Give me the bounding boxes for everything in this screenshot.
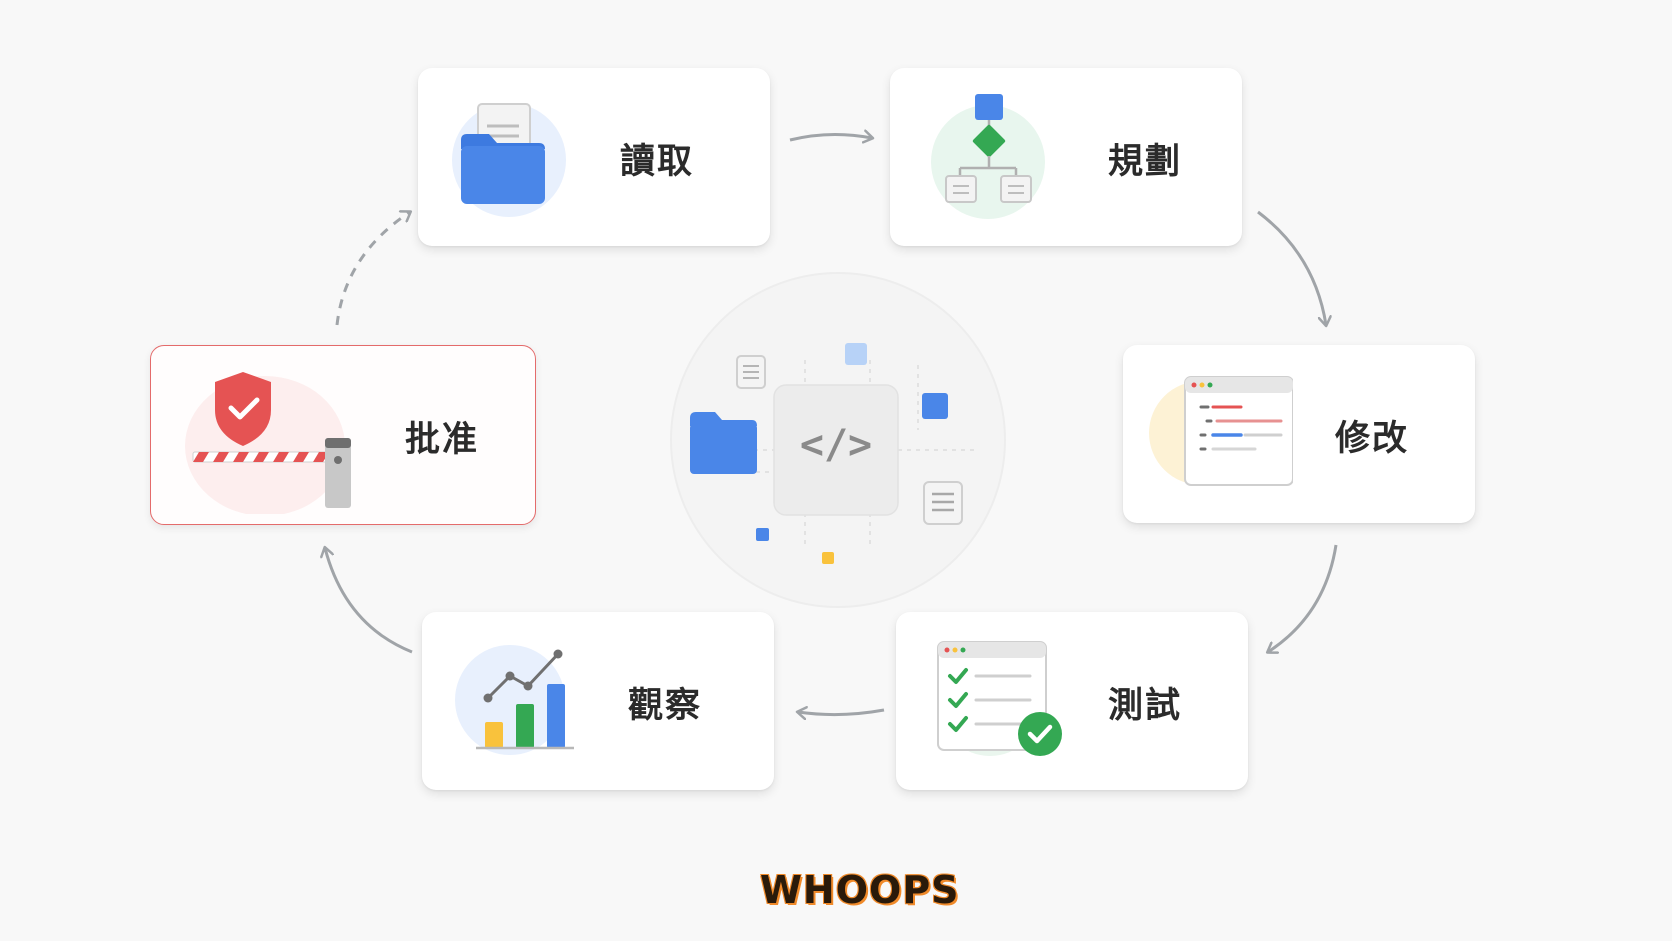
chart-icon xyxy=(455,645,574,755)
step-label-test: 測試 xyxy=(1108,686,1183,726)
step-card-plan[interactable]: 規劃 xyxy=(890,68,1242,246)
code-box xyxy=(773,384,899,516)
hub-folder-icon xyxy=(690,412,757,474)
arrow-test-to-observe xyxy=(798,710,885,715)
step-card-modify[interactable]: 修改 xyxy=(1123,345,1475,523)
checklist-icon xyxy=(937,641,1062,756)
folder-icon xyxy=(452,103,566,217)
step-card-approve[interactable]: 批准 xyxy=(150,345,536,525)
step-label-approve: 批准 xyxy=(405,420,480,460)
step-card-observe[interactable]: 觀察 xyxy=(422,612,774,790)
step-label-modify: 修改 xyxy=(1335,419,1410,459)
hub-doc-icon-right xyxy=(923,481,963,525)
hub-square-yellow xyxy=(822,552,834,564)
flowchart-icon xyxy=(931,94,1045,219)
code-editor-icon xyxy=(1149,376,1293,486)
brand-logo: WHOOPS xyxy=(760,868,960,912)
arrow-plan-to-modify xyxy=(1257,210,1326,325)
step-label-observe: 觀察 xyxy=(628,686,703,726)
shield-gate-icon xyxy=(185,372,351,514)
arrow-approve-to-read xyxy=(335,212,410,326)
code-symbol: </> xyxy=(799,422,873,468)
hub-doc-icon-left xyxy=(736,355,766,389)
arrow-modify-to-test xyxy=(1268,544,1338,652)
hub-square-blue xyxy=(922,393,948,419)
arrow-observe-to-approve xyxy=(325,548,413,654)
step-label-plan: 規劃 xyxy=(1108,142,1183,182)
step-label-read: 讀取 xyxy=(620,142,695,182)
arrow-read-to-plan xyxy=(789,134,872,140)
hub-square-lightblue xyxy=(845,343,867,365)
step-card-read[interactable]: 讀取 xyxy=(418,68,770,246)
hub-square-small-blue xyxy=(756,528,769,541)
step-card-test[interactable]: 測試 xyxy=(896,612,1248,790)
